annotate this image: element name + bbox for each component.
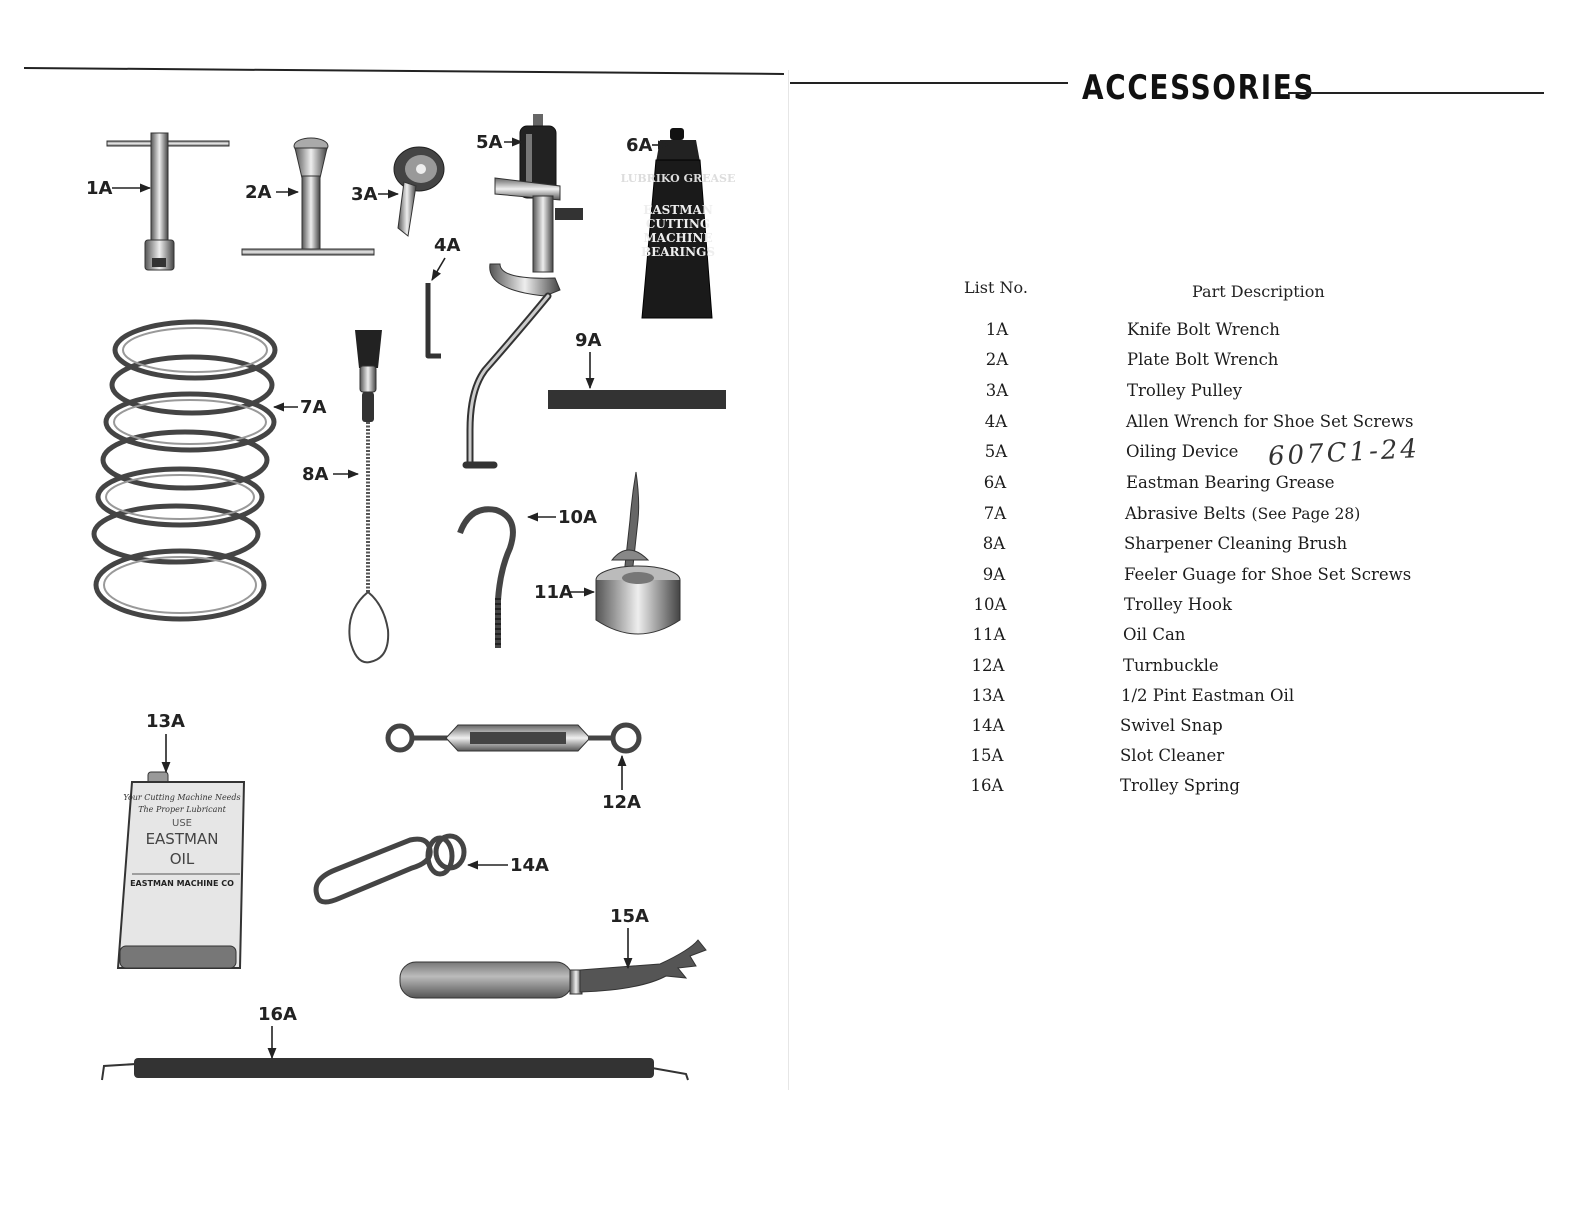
turnbuckle-figure — [385, 722, 642, 754]
figure-label-16a: 16A — [258, 1004, 297, 1025]
tube-line-text: EASTMAN — [643, 203, 713, 217]
plate-bolt-wrench-figure — [241, 137, 375, 256]
trolley-pulley-figure — [393, 146, 445, 237]
part-description: Slot Cleaner — [1120, 746, 1225, 765]
tube-line-text: MACHINE — [643, 231, 712, 245]
can-tagline-text: The Proper Lubricant — [138, 805, 226, 814]
list-number: 4A — [984, 412, 1008, 431]
feeler-gauge-figure — [548, 390, 726, 409]
page-reference-note: (See Page 28) — [1251, 505, 1361, 523]
part-description: Oil Can — [1123, 625, 1186, 644]
eastman-oil-can-figure: Your Cutting Machine Needs The Proper Lu… — [116, 771, 246, 969]
trolley-hook-figure — [457, 506, 516, 648]
figure-label-7a: 7A — [300, 397, 327, 418]
swivel-snap-figure — [313, 833, 467, 905]
tube-line-text: BEARINGS — [641, 245, 715, 259]
can-tagline-text: Your Cutting Machine Needs — [123, 793, 240, 802]
list-number: 13A — [971, 686, 1005, 705]
part-description: Swivel Snap — [1120, 716, 1223, 735]
knife-bolt-wrench-figure — [106, 132, 230, 271]
list-number: 10A — [973, 595, 1007, 614]
page-fold — [788, 70, 789, 1090]
can-company-text: EASTMAN MACHINE CO — [130, 879, 234, 888]
handwritten-part-number: 607C1-24 — [1267, 434, 1421, 472]
list-number: 2A — [985, 350, 1009, 369]
list-number: 8A — [982, 534, 1006, 553]
can-product-text: OIL — [170, 850, 195, 868]
part-description: Trolley Spring — [1120, 776, 1240, 795]
list-number: 15A — [970, 746, 1004, 765]
list-number: 11A — [972, 625, 1006, 644]
part-description: Allen Wrench for Shoe Set Screws — [1126, 412, 1414, 431]
list-number: 12A — [971, 656, 1005, 675]
accessory-illustrations: LUBRIKO GREASE EASTMAN CUTTING MACHINE B… — [91, 114, 736, 1081]
figure-label-11a: 11A — [534, 582, 573, 603]
pointer-arrows — [112, 137, 670, 1060]
figure-label-12a: 12A — [602, 792, 641, 813]
figure-label-13a: 13A — [146, 711, 185, 732]
top-rule-right-a — [790, 82, 1068, 84]
list-number: 9A — [982, 565, 1006, 584]
part-description-text: Abrasive Belts — [1125, 504, 1246, 523]
column-header-description: Part Description — [1192, 282, 1325, 301]
list-number: 16A — [970, 776, 1004, 795]
tube-brand-text: LUBRIKO GREASE — [621, 172, 736, 185]
top-rule-right-b — [1288, 92, 1544, 94]
figure-label-14a: 14A — [510, 855, 549, 876]
cleaning-brush-figure — [348, 330, 390, 664]
figure-label-2a: 2A — [245, 182, 272, 203]
part-description: Feeler Guage for Shoe Set Screws — [1124, 565, 1412, 584]
part-description: Plate Bolt Wrench — [1127, 350, 1279, 369]
list-number: 6A — [983, 473, 1007, 492]
abrasive-belts-figure — [91, 319, 278, 622]
list-number: 5A — [984, 442, 1008, 461]
list-number: 1A — [985, 320, 1009, 339]
part-description: Knife Bolt Wrench — [1127, 320, 1280, 339]
left-page-illustrations: LUBRIKO GREASE EASTMAN CUTTING MACHINE B… — [0, 0, 790, 1218]
part-description: Trolley Hook — [1124, 595, 1232, 614]
figure-label-5a: 5A — [476, 132, 503, 153]
list-number: 7A — [983, 504, 1007, 523]
grease-tube-figure: LUBRIKO GREASE EASTMAN CUTTING MACHINE B… — [621, 128, 736, 319]
can-brand-text: EASTMAN — [146, 830, 219, 848]
trolley-spring-figure — [101, 1058, 689, 1081]
allen-wrench-figure — [425, 283, 441, 359]
part-description: Turnbuckle — [1123, 656, 1219, 675]
oil-can-figure — [595, 471, 681, 635]
list-number: 14A — [971, 716, 1005, 735]
figure-label-6a: 6A — [626, 135, 653, 156]
figure-label-8a: 8A — [302, 464, 329, 485]
figure-label-15a: 15A — [610, 906, 649, 927]
slot-cleaner-figure — [399, 939, 707, 999]
column-header-list-no: List No. — [964, 278, 1028, 297]
part-description: Oiling Device — [1126, 442, 1239, 461]
oiling-device-figure — [462, 114, 583, 469]
figure-label-4a: 4A — [434, 235, 461, 256]
page-title: ACCESSORIES — [1082, 68, 1316, 108]
part-description: Trolley Pulley — [1127, 381, 1243, 400]
part-description: Sharpener Cleaning Brush — [1124, 534, 1348, 553]
list-number: 3A — [985, 381, 1009, 400]
figure-label-3a: 3A — [351, 184, 378, 205]
can-use-text: USE — [172, 818, 192, 829]
figure-label-9a: 9A — [575, 330, 602, 351]
figure-label-1a: 1A — [86, 178, 113, 199]
right-page-parts-list: ACCESSORIES List No. Part Description 1A… — [790, 0, 1591, 1218]
figure-label-10a: 10A — [558, 507, 597, 528]
part-description: Abrasive Belts (See Page 28) — [1125, 504, 1360, 523]
part-description: Eastman Bearing Grease — [1126, 473, 1335, 492]
part-description: 1/2 Pint Eastman Oil — [1121, 686, 1295, 705]
tube-line-text: CUTTING — [646, 217, 710, 231]
